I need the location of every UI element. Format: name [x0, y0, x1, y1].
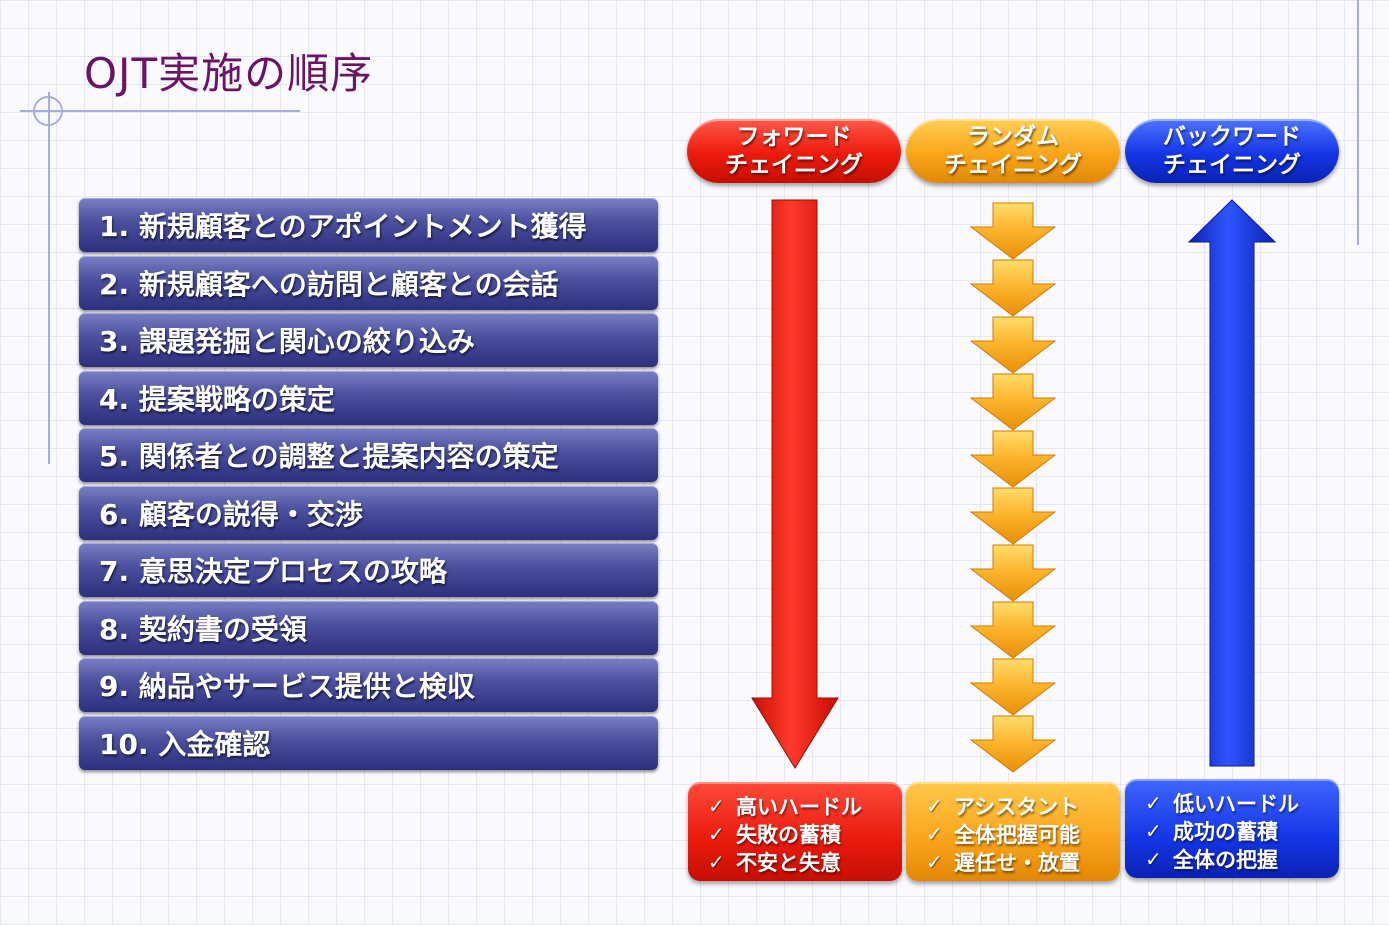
- step-label: 6. 顧客の説得・交渉: [99, 497, 363, 531]
- step-item: 8. 契約書の受領: [79, 600, 658, 655]
- step-label: 2. 新規顧客への訪問と顧客との会話: [99, 267, 559, 301]
- note-text: 全体の把握: [1173, 848, 1278, 872]
- note-item: ✓ 低いハードル: [1145, 789, 1339, 817]
- step-label: 10. 入金確認: [99, 727, 271, 761]
- random-arrow-segment: [969, 373, 1057, 431]
- note-text: アシスタント: [954, 795, 1080, 819]
- check-icon: ✓: [1145, 819, 1162, 843]
- step-item: 3. 課題発掘と関心の絞り込み: [79, 313, 658, 367]
- note-item: ✓ 不安と失意: [708, 848, 902, 876]
- step-item: 5. 関係者との調整と提案内容の策定: [79, 428, 658, 482]
- check-icon: ✓: [708, 850, 725, 874]
- note-item: ✓ 成功の蓄積: [1145, 817, 1339, 845]
- decorative-line: [48, 92, 50, 464]
- backward-chaining-notes: ✓ 低いハードル ✓ 成功の蓄積 ✓ 全体の把握: [1125, 779, 1339, 878]
- step-item: 1. 新規顧客とのアポイントメント獲得: [79, 198, 658, 252]
- step-label: 3. 課題発掘と関心の絞り込み: [99, 325, 475, 358]
- decorative-circle: [33, 96, 63, 126]
- step-item: 6. 顧客の説得・交渉: [79, 485, 658, 540]
- random-arrow-segment: [969, 316, 1057, 374]
- random-chaining-notes: ✓ アシスタント ✓ 全体把握可能 ✓ 遅任せ・放置: [906, 782, 1120, 881]
- method-label-line2: チェイニング: [1163, 152, 1301, 178]
- note-item: ✓ 全体把握可能: [926, 820, 1120, 848]
- step-label: 8. 契約書の受領: [99, 612, 307, 646]
- method-label-line2: チェイニング: [944, 152, 1082, 178]
- steps-list: 1. 新規顧客とのアポイントメント獲得 2. 新規顧客への訪問と顧客との会話 3…: [79, 198, 658, 773]
- step-item: 9. 納品やサービス提供と検収: [79, 658, 658, 712]
- backward-chaining-label: バックワード チェイニング: [1125, 119, 1339, 183]
- forward-chaining-label: フォワード チェイニング: [687, 119, 901, 183]
- decorative-line: [20, 110, 300, 112]
- method-label-line1: フォワード: [736, 124, 852, 150]
- random-chaining-label: ランダム チェイニング: [906, 119, 1120, 183]
- random-arrow-segment: [969, 544, 1057, 602]
- note-item: ✓ 失敗の蓄積: [708, 820, 902, 848]
- note-item: ✓ 高いハードル: [708, 792, 902, 820]
- step-label: 9. 納品やサービス提供と検収: [99, 670, 475, 703]
- random-arrow-segment: [969, 715, 1057, 773]
- note-text: 遅任せ・放置: [954, 851, 1080, 875]
- note-text: 全体把握可能: [954, 823, 1080, 847]
- random-arrow-segment: [969, 487, 1057, 545]
- note-item: ✓ アシスタント: [926, 792, 1120, 820]
- note-item: ✓ 全体の把握: [1145, 845, 1339, 873]
- random-arrow-segment: [969, 259, 1057, 317]
- random-arrow-segment: [969, 202, 1057, 260]
- random-arrow-segment: [969, 601, 1057, 659]
- check-icon: ✓: [926, 794, 943, 818]
- check-icon: ✓: [708, 794, 725, 818]
- note-text: 高いハードル: [736, 795, 862, 819]
- check-icon: ✓: [926, 822, 943, 846]
- decorative-line: [1357, 0, 1359, 245]
- method-label-line1: ランダム: [967, 124, 1059, 150]
- note-text: 不安と失意: [736, 851, 841, 875]
- step-label: 5. 関係者との調整と提案内容の策定: [99, 440, 559, 473]
- note-item: ✓ 遅任せ・放置: [926, 848, 1120, 876]
- forward-down-arrow: [751, 199, 839, 769]
- method-label-line2: チェイニング: [725, 152, 863, 178]
- check-icon: ✓: [708, 822, 725, 846]
- step-label: 1. 新規顧客とのアポイントメント獲得: [99, 210, 587, 243]
- method-label-line1: バックワード: [1163, 124, 1301, 150]
- step-label: 7. 意思決定プロセスの攻略: [99, 555, 447, 588]
- random-arrow-segment: [969, 430, 1057, 488]
- check-icon: ✓: [1145, 847, 1162, 871]
- step-label: 4. 提案戦略の策定: [99, 382, 335, 416]
- note-text: 失敗の蓄積: [736, 823, 841, 847]
- backward-up-arrow: [1187, 199, 1277, 767]
- step-item: 4. 提案戦略の策定: [79, 370, 658, 425]
- step-item: 7. 意思決定プロセスの攻略: [79, 543, 658, 597]
- check-icon: ✓: [1145, 791, 1162, 815]
- step-item: 2. 新規顧客への訪問と顧客との会話: [79, 255, 658, 310]
- note-text: 成功の蓄積: [1173, 820, 1278, 844]
- step-item: 10. 入金確認: [79, 715, 658, 770]
- check-icon: ✓: [926, 850, 943, 874]
- page-title: OJT実施の順序: [84, 49, 374, 98]
- note-text: 低いハードル: [1173, 792, 1299, 816]
- forward-chaining-notes: ✓ 高いハードル ✓ 失敗の蓄積 ✓ 不安と失意: [688, 782, 902, 881]
- random-arrow-segment: [969, 658, 1057, 716]
